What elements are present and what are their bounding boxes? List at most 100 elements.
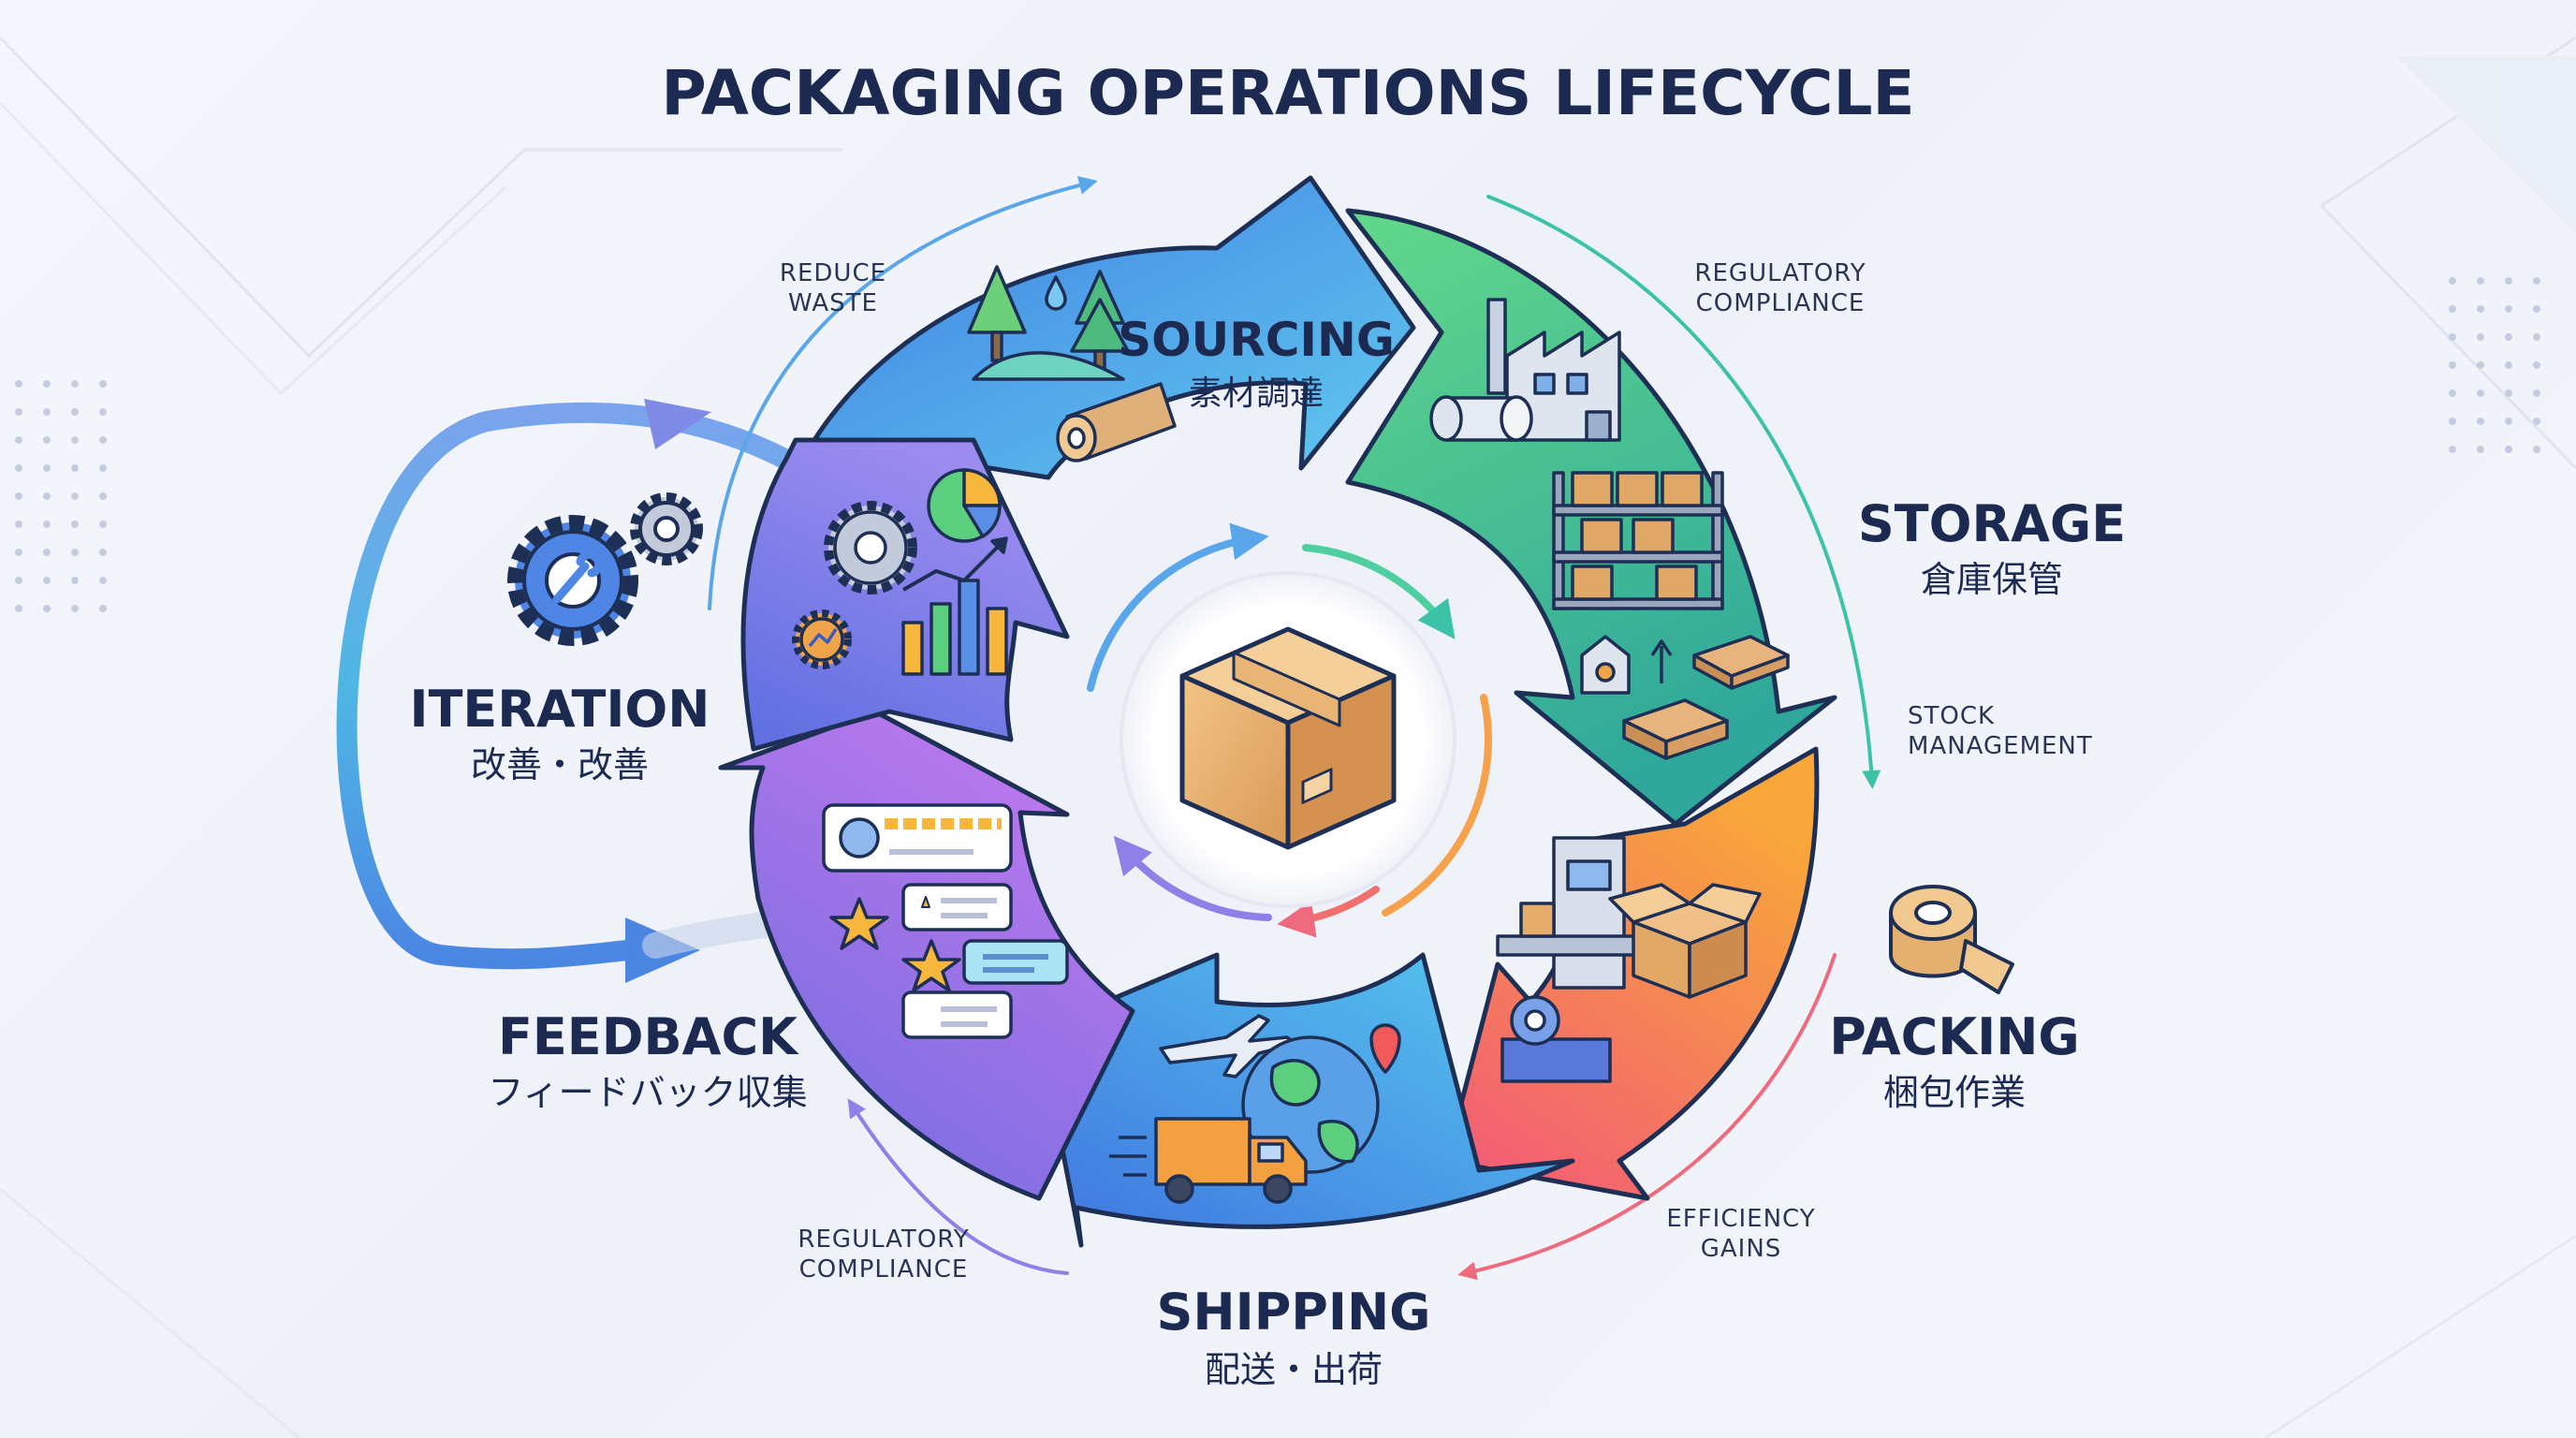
shipping-icons [1109,1014,1401,1204]
decor-dot [2533,333,2540,341]
house-gear-icon [1580,635,1631,695]
decor-dot [43,464,51,472]
outer-guide-arrows [708,176,1881,1281]
decor-dot [71,408,79,416]
pie-chart-icon [927,468,1002,543]
feedback-label: FEEDBACK [498,1007,799,1066]
decor-dot [99,521,107,528]
svg-text:COMPLIANCE: COMPLIANCE [799,1255,969,1284]
decor-dot [15,521,22,528]
star-icon [829,897,889,950]
decor-dot [15,577,22,584]
packing-segment[interactable] [1443,746,1820,1201]
packing-label-jp: 梱包作業 [1883,1072,2026,1113]
stage-label-iteration: ITERATION 改善・改善 [409,680,710,785]
stage-label-packing: PACKING 梱包作業 [1829,1007,2080,1113]
decor-dot [2505,305,2512,313]
decor-dot [2533,446,2540,453]
water-drop-icon [1045,275,1067,311]
decor-dot [71,549,79,556]
decor-dot [15,436,22,444]
gear-icon [824,501,917,594]
wrench-gear-icon [507,515,638,646]
decor-dot [2449,389,2456,397]
cardboard-box-icon [1179,626,1397,850]
svg-text:WASTE: WASTE [788,289,878,317]
decor-dot [71,436,79,444]
factory-icon [1486,298,1621,442]
decor-dot [15,408,22,416]
decor-dot [43,521,51,528]
bar-chart-icon [901,536,1008,676]
pallet-icon [1692,635,1790,690]
decor-dot [2505,389,2512,397]
chat-bubble-icon [962,939,1069,985]
decor-dot [43,380,51,388]
feedback-icons [822,803,1069,1039]
svg-text:EFFICIENCY: EFFICIENCY [1666,1205,1815,1233]
sourcing-label: SOURCING [1118,313,1395,367]
decor-dot [2505,361,2512,369]
decor-dot [2505,333,2512,341]
packing-machine-icon [1496,836,1687,990]
note-efficiency-gains: EFFICIENCY GAINS [1666,1205,1815,1263]
paper-roll-icon [1429,395,1533,442]
stage-label-shipping: SHIPPING 配送・出荷 [1157,1283,1431,1390]
svg-text:GAINS: GAINS [1701,1235,1782,1263]
svg-text:REGULATORY: REGULATORY [1694,259,1866,287]
gear-icon [792,609,852,669]
decor-dot [15,549,22,556]
decor-dot [2533,418,2540,425]
decor-dot [2477,389,2484,397]
dot-grid-right [2449,277,2540,453]
decor-dot [15,492,22,500]
svg-text:COMPLIANCE: COMPLIANCE [1696,289,1866,317]
svg-text:MANAGEMENT: MANAGEMENT [1908,732,2093,760]
iteration-segment[interactable] [740,437,1070,752]
warehouse-shelf-icon [1552,471,1724,610]
note-regulatory-top: REGULATORY COMPLIANCE [1694,259,1866,317]
chat-bubble-icon [901,990,1013,1039]
iteration-label: ITERATION [409,680,710,739]
tape-roll-icon [1889,885,2014,994]
decor-dot [2505,446,2512,453]
note-stock-management: STOCK MANAGEMENT [1908,702,2093,760]
decor-dot [2449,277,2456,285]
shipping-label-jp: 配送・出荷 [1205,1349,1383,1390]
decor-dot [71,380,79,388]
svg-text:STOCK: STOCK [1908,702,1995,730]
decor-dot [43,408,51,416]
decor-dot [43,492,51,500]
decor-dot [2477,305,2484,313]
decor-dot [71,492,79,500]
decor-dot [99,408,107,416]
decor-dot [99,605,107,612]
stage-label-storage: STORAGE 倉庫保管 [1858,494,2126,600]
decor-dot [71,521,79,528]
decor-dot [2533,305,2540,313]
decor-dot [2449,446,2456,453]
svg-text:REDUCE: REDUCE [780,259,886,287]
decor-dot [71,464,79,472]
packing-label: PACKING [1829,1007,2080,1066]
up-arrow-icon [1650,639,1673,683]
svg-text:REGULATORY: REGULATORY [798,1225,969,1254]
decor-dot [2533,389,2540,397]
decor-dot [99,436,107,444]
decor-dot [99,464,107,472]
decor-dot [2477,277,2484,285]
stage-label-feedback: FEEDBACK フィードバック収集 [488,1007,807,1113]
hill-icon [972,351,1125,381]
note-reduce-waste: REDUCE WASTE [780,259,886,317]
decor-dot [2505,418,2512,425]
shipping-label: SHIPPING [1157,1283,1431,1342]
storage-icons [1429,298,1790,760]
pallet-icon [1622,698,1729,760]
delivery-truck-icon [1109,1117,1308,1204]
decor-dot [2477,446,2484,453]
inner-flow-ring [1087,522,1492,938]
page-title: PACKAGING OPERATIONS LIFECYCLE [661,57,1914,129]
decor-dot [2449,305,2456,313]
decor-dot [2533,361,2540,369]
